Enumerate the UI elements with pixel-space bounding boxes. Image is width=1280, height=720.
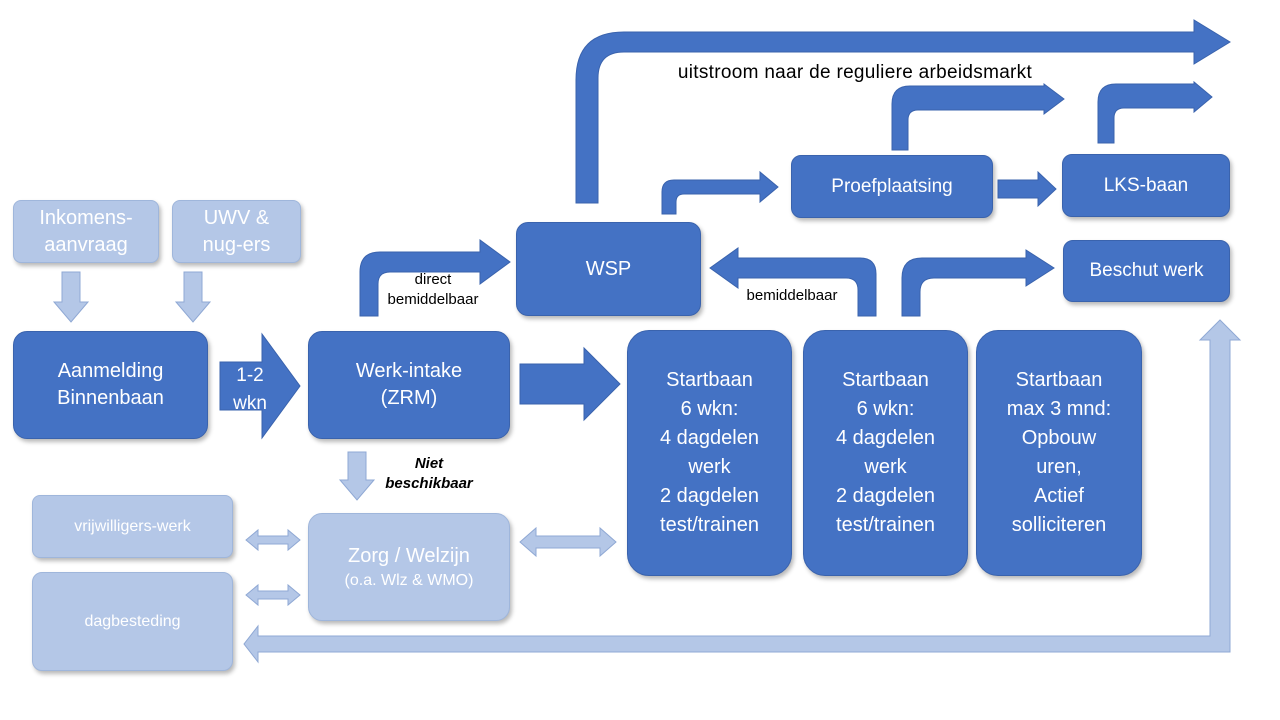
- return-arrow: [243, 319, 1242, 664]
- wsp-label: WSP: [585, 257, 632, 280]
- vrijwilligers-label: vrijwilligers-werk: [74, 517, 191, 535]
- uwv-down-arrow: [174, 271, 212, 323]
- uitstroom-label: uitstroom naar de reguliere arbeidsmarkt: [677, 62, 1033, 83]
- startbaan-2-box: Startbaan 6 wkn: 4 dagdelen werk 2 dagde…: [803, 330, 968, 576]
- duration-arrow: [219, 332, 301, 440]
- intake-to-startbaan-arrow: [519, 346, 621, 422]
- aanmelding-label: Aanmelding Binnenbaan: [57, 360, 164, 409]
- lks-baan-label: LKS-baan: [1103, 174, 1189, 196]
- niet-down-arrow: [338, 451, 376, 501]
- inkomens-box: Inkomens- aanvraag: [13, 200, 159, 263]
- dagbesteding-label: dagbesteding: [84, 612, 181, 630]
- startbaan-3-label: Startbaan max 3 mnd: Opbouw uren, Actief…: [1006, 369, 1112, 536]
- inkomens-down-arrow: [52, 271, 90, 323]
- werk-intake-sub: (ZRM): [380, 387, 438, 409]
- wsp-box: WSP: [516, 222, 701, 316]
- werk-intake-title: Werk-intake: [355, 360, 463, 382]
- proefplaatsing-label: Proefplaatsing: [831, 175, 953, 197]
- werk-intake-box: Werk-intake (ZRM): [308, 331, 510, 439]
- niet-beschikbaar-label: Niet beschikbaar: [385, 455, 473, 492]
- to-beschut-arrow: [901, 249, 1055, 317]
- startbaan-1-box: Startbaan 6 wkn: 4 dagdelen werk 2 dagde…: [627, 330, 792, 576]
- proefplaatsing-up-arrow: [891, 83, 1065, 151]
- zorg-sub: (o.a. Wlz & WMO): [344, 571, 474, 589]
- startbaan-2-label: Startbaan 6 wkn: 4 dagdelen werk 2 dagde…: [836, 369, 935, 536]
- startbaan-1-label: Startbaan 6 wkn: 4 dagdelen werk 2 dagde…: [660, 369, 759, 536]
- zorg-startbaan-double-arrow: [519, 526, 617, 558]
- vrijwilligers-box: vrijwilligers-werk: [32, 495, 233, 558]
- zorg-title: Zorg / Welzijn: [348, 544, 470, 567]
- zorg-box: Zorg / Welzijn (o.a. Wlz & WMO): [308, 513, 510, 621]
- vrijwilligers-double-arrow: [245, 528, 301, 552]
- uitstroom-arrow: [575, 19, 1231, 204]
- uwv-label: UWV & nug-ers: [202, 206, 271, 256]
- lks-up-arrow: [1097, 80, 1213, 144]
- bemiddelbaar-label: bemiddelbaar: [746, 287, 838, 304]
- beschut-werk-box: Beschut werk: [1063, 240, 1230, 302]
- lks-baan-box: LKS-baan: [1062, 154, 1230, 217]
- wsp-to-proef-arrow: [661, 170, 779, 215]
- dagbesteding-box: dagbesteding: [32, 572, 233, 671]
- inkomens-label: Inkomens- aanvraag: [39, 206, 133, 256]
- bemiddelbaar-arrow: [709, 247, 877, 317]
- direct-bemiddelbaar-arrow: [359, 239, 511, 317]
- startbaan-3-box: Startbaan max 3 mnd: Opbouw uren, Actief…: [976, 330, 1142, 576]
- beschut-werk-label: Beschut werk: [1089, 260, 1204, 282]
- dagbesteding-double-arrow: [245, 583, 301, 607]
- duration-label: 1-2 wkn: [233, 365, 267, 414]
- proefplaatsing-box: Proefplaatsing: [791, 155, 993, 218]
- aanmelding-box: Aanmelding Binnenbaan: [13, 331, 208, 439]
- direct-bemiddelbaar-label: direct bemiddelbaar: [387, 271, 479, 308]
- uwv-box: UWV & nug-ers: [172, 200, 301, 263]
- proef-to-lks-arrow: [997, 170, 1057, 208]
